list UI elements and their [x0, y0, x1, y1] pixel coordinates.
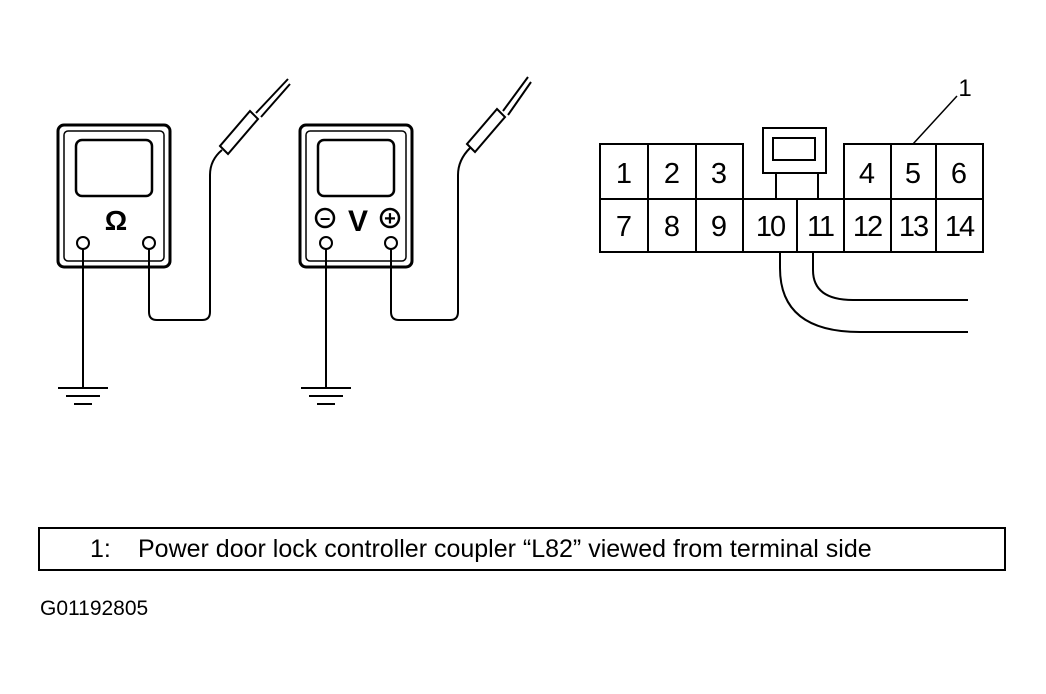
wire-terminal-10: [779, 252, 968, 333]
pin-12: 12: [853, 211, 882, 243]
pin-6: 6: [951, 158, 967, 190]
pin-13: 13: [899, 211, 928, 243]
ground-symbol-2: [301, 387, 351, 405]
plus-badge: [379, 207, 401, 229]
ohmmeter-body: [56, 123, 172, 269]
ground-symbol-1: [58, 387, 108, 405]
voltmeter-terminal-positive: [384, 236, 398, 250]
ohmmeter-display: [74, 138, 154, 198]
connector-lock-tab: [762, 127, 827, 174]
caption-text: Power door lock controller coupler “L82”…: [138, 535, 872, 563]
pin-3: 3: [711, 158, 727, 190]
ohmmeter-terminal-right: [142, 236, 156, 250]
pin-1: 1: [616, 158, 632, 190]
callout-number: 1: [958, 75, 971, 102]
ohmmeter-probe: [218, 78, 291, 156]
ohmmeter-terminal-left: [76, 236, 90, 250]
figure-id: G01192805: [40, 597, 149, 620]
voltmeter-body: [298, 123, 414, 269]
pin-14: 14: [945, 211, 975, 243]
ohmmeter: [56, 78, 291, 405]
minus-badge: [314, 207, 336, 229]
voltmeter-terminal-negative: [319, 236, 333, 250]
plus-symbol: +: [384, 208, 396, 230]
pin-4: 4: [859, 158, 875, 190]
pin-2: 2: [664, 158, 680, 190]
wire-terminal-11: [812, 252, 968, 301]
pin-7: 7: [616, 211, 632, 243]
connector-coupler: [599, 95, 984, 333]
minus-symbol: −: [320, 209, 331, 229]
voltmeter-probe: [465, 76, 532, 154]
pin-9: 9: [711, 211, 727, 243]
voltmeter: [298, 76, 532, 405]
pin-5: 5: [905, 158, 921, 190]
pin-8: 8: [664, 211, 680, 243]
volt-symbol: V: [348, 205, 368, 238]
callout-leader: [912, 95, 958, 145]
voltmeter-display: [316, 138, 396, 198]
ohm-symbol: Ω: [105, 205, 127, 236]
pin-11: 11: [807, 211, 834, 243]
caption-box: 1: Power door lock controller coupler “L…: [38, 527, 1006, 571]
pin-10: 10: [756, 211, 785, 243]
caption-number: 1:: [90, 535, 111, 563]
